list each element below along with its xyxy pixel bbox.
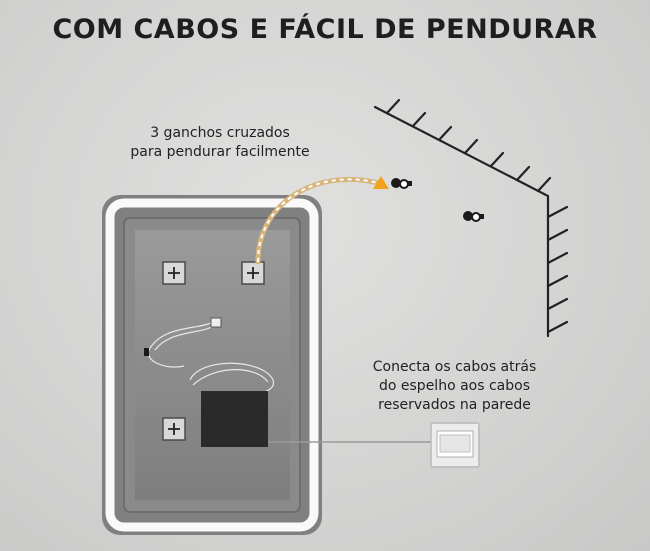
bracket-plus-icon [162,261,186,285]
hooks-caption: 3 ganchos cruzados para pendurar facilme… [130,125,310,160]
wall-outlet-icon [430,422,480,468]
cable-connector [210,317,222,328]
screw-hook-icon [463,211,484,222]
wall-outline [373,98,569,338]
hook-route-dashes [257,178,379,263]
warning-triangle-icon [373,176,389,189]
page-headline: COM CABOS E FÁCIL DE PENDURAR [52,14,598,45]
screw-hook-icon [391,178,412,189]
cables-caption: Conecta os cabos atrás do espelho aos ca… [372,359,537,413]
mirror-cables [147,321,275,396]
cable-clip [144,348,149,356]
bracket-plus-icon [241,261,265,285]
cable-box [201,391,268,447]
bracket-plus-icon [162,417,186,441]
